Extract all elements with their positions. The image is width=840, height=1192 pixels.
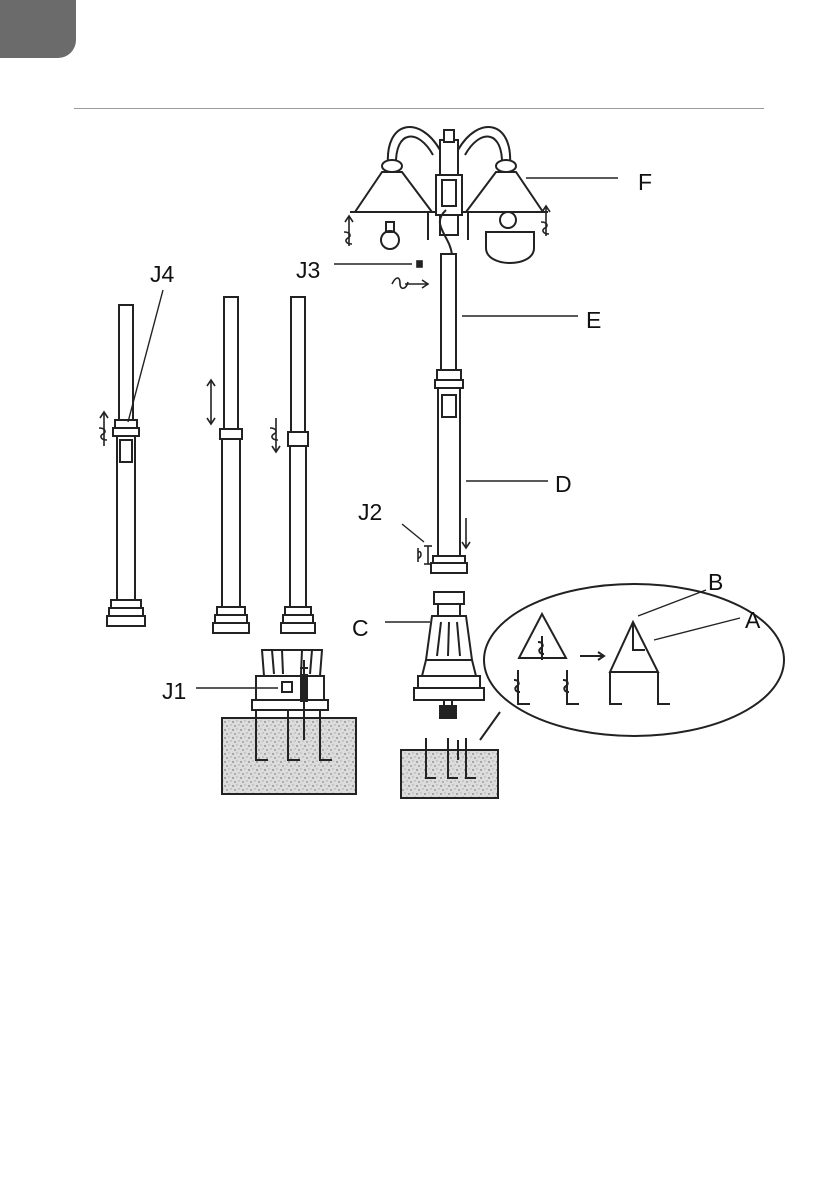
anchor-detail-circle (480, 584, 784, 740)
label-j1: J1 (162, 678, 186, 704)
label-b: B (708, 569, 723, 595)
lamp-base (414, 592, 484, 718)
foundation-right (401, 738, 498, 798)
label-j3: J3 (296, 257, 320, 283)
label-d: D (555, 471, 572, 497)
label-a: A (745, 607, 761, 633)
label-e: E (586, 307, 601, 333)
upper-pole (435, 254, 463, 388)
label-j2: J2 (358, 499, 382, 525)
label-f: F (638, 169, 652, 195)
pole-sequence-1 (107, 305, 145, 626)
pole-sequence-2 (213, 297, 249, 633)
label-j4: J4 (150, 261, 175, 287)
base-closeup (252, 650, 328, 710)
label-c: C (352, 615, 369, 641)
lantern-head (350, 127, 548, 263)
pole-sequence-3 (281, 297, 315, 633)
lower-pole (431, 388, 467, 573)
j3-screw-parts (392, 261, 428, 288)
